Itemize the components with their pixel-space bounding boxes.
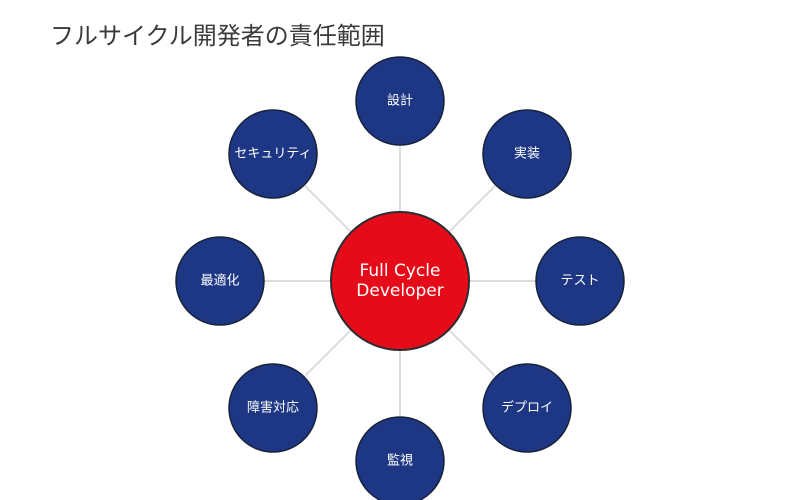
node-design-circle <box>355 56 445 146</box>
node-implementation: 実装 <box>482 109 572 199</box>
node-monitoring: 監視 <box>355 416 445 500</box>
node-design: 設計 <box>355 56 445 146</box>
connectors <box>264 146 536 416</box>
center-node-circle <box>330 211 470 351</box>
connector-incident-response <box>304 329 352 377</box>
connector-deploy <box>448 329 496 377</box>
node-monitoring-label: 監視 <box>387 453 413 469</box>
node-test: テスト <box>535 236 625 326</box>
center-label-line1: Full Cycle <box>360 261 441 281</box>
node-optimization: 最適化 <box>175 236 265 326</box>
node-security-label: セキュリティ <box>234 147 311 162</box>
center-label-line2: Developer <box>356 281 443 301</box>
node-implementation-label: 実装 <box>514 146 540 162</box>
connector-security <box>304 185 352 233</box>
node-incident-response-label: 障害対応 <box>247 400 299 416</box>
node-incident-response: 障害対応 <box>228 363 318 453</box>
node-optimization-label: 最適化 <box>200 273 239 289</box>
center-node: Full Cycle Developer <box>330 211 470 351</box>
node-incident-response-circle <box>228 363 318 453</box>
node-security: セキュリティ <box>228 109 318 199</box>
node-security-circle <box>228 109 318 199</box>
node-test-label: テスト <box>560 274 599 289</box>
node-implementation-circle <box>482 109 572 199</box>
node-design-label: 設計 <box>387 93 413 109</box>
page-title: フルサイクル開発者の責任範囲 <box>50 22 385 50</box>
node-optimization-circle <box>175 236 265 326</box>
node-test-circle <box>535 236 625 326</box>
node-deploy-label: デプロイ <box>501 400 553 416</box>
connector-implementation <box>448 185 496 233</box>
node-deploy-circle <box>482 363 572 453</box>
node-deploy: デプロイ <box>482 363 572 453</box>
node-monitoring-circle <box>355 416 445 500</box>
